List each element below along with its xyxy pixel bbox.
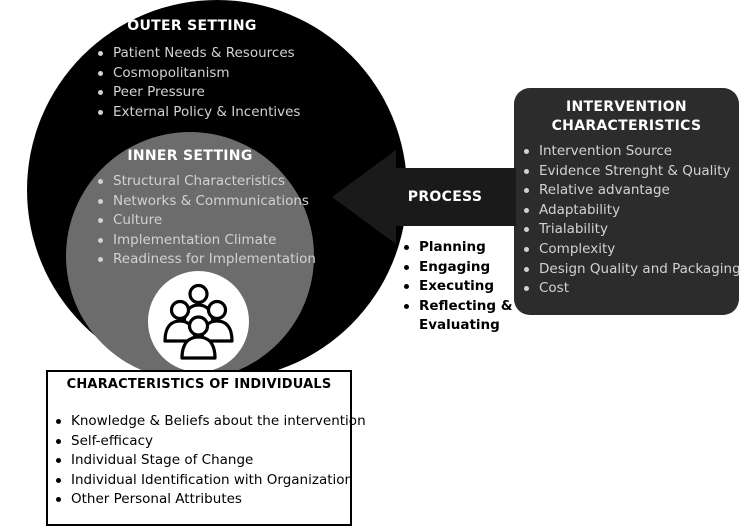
individuals-list: Knowledge & Beliefs about the interventi… bbox=[53, 412, 366, 510]
list-item: Planning bbox=[401, 238, 513, 258]
inner-setting-list: Structural Characteristics Networks & Co… bbox=[95, 172, 316, 270]
list-item: Engaging bbox=[401, 258, 513, 278]
list-item: External Policy & Incentives bbox=[95, 103, 300, 123]
left-arrow-icon bbox=[332, 150, 516, 244]
intervention-title: INTERVENTION CHARACTERISTICS bbox=[514, 98, 739, 136]
outer-setting-title: OUTER SETTING bbox=[127, 18, 257, 34]
list-item: Reflecting & bbox=[401, 297, 513, 317]
inner-setting-title: INNER SETTING bbox=[127, 148, 253, 164]
process-title: PROCESS bbox=[407, 189, 483, 205]
intervention-title-line2: CHARACTERISTICS bbox=[551, 118, 702, 134]
intervention-title-line1: INTERVENTION bbox=[566, 99, 687, 115]
list-item: Implementation Climate bbox=[95, 231, 316, 251]
outer-setting-list: Patient Needs & Resources Cosmopolitanis… bbox=[95, 44, 300, 122]
intervention-list: Intervention Source Evidence Strenght & … bbox=[521, 142, 741, 299]
list-item: Cosmopolitanism bbox=[95, 64, 300, 84]
list-item: Trialability bbox=[521, 220, 741, 240]
list-item: Readiness for Implementation bbox=[95, 250, 316, 270]
individuals-box bbox=[46, 370, 352, 526]
process-list: Planning Engaging Executing Reflecting &… bbox=[401, 238, 513, 336]
list-item: Knowledge & Beliefs about the interventi… bbox=[53, 412, 366, 432]
list-item: Peer Pressure bbox=[95, 83, 300, 103]
list-item: Individual Stage of Change bbox=[53, 451, 366, 471]
list-item: Cost bbox=[521, 279, 741, 299]
individuals-title: CHARACTERISTICS OF INDIVIDUALS bbox=[66, 377, 332, 392]
list-item: Structural Characteristics bbox=[95, 172, 316, 192]
list-item: Adaptability bbox=[521, 201, 741, 221]
list-item: Self-efficacy bbox=[53, 432, 366, 452]
list-item: Design Quality and Packaging bbox=[521, 260, 741, 280]
group-of-people-icon bbox=[163, 283, 234, 360]
list-item: Relative advantage bbox=[521, 181, 741, 201]
intervention-characteristics-box bbox=[514, 88, 739, 315]
list-item: Other Personal Attributes bbox=[53, 490, 366, 510]
list-item: Patient Needs & Resources bbox=[95, 44, 300, 64]
list-item: Complexity bbox=[521, 240, 741, 260]
list-item-continuation: Evaluating bbox=[419, 317, 500, 334]
list-item: Culture bbox=[95, 211, 316, 231]
list-item: Intervention Source bbox=[521, 142, 741, 162]
list-item: Networks & Communications bbox=[95, 192, 316, 212]
list-item: Executing bbox=[401, 277, 513, 297]
list-item: Individual Identification with Organizat… bbox=[53, 471, 366, 491]
list-item: Evidence Strenght & Quality bbox=[521, 162, 741, 182]
individuals-circle bbox=[148, 271, 249, 372]
